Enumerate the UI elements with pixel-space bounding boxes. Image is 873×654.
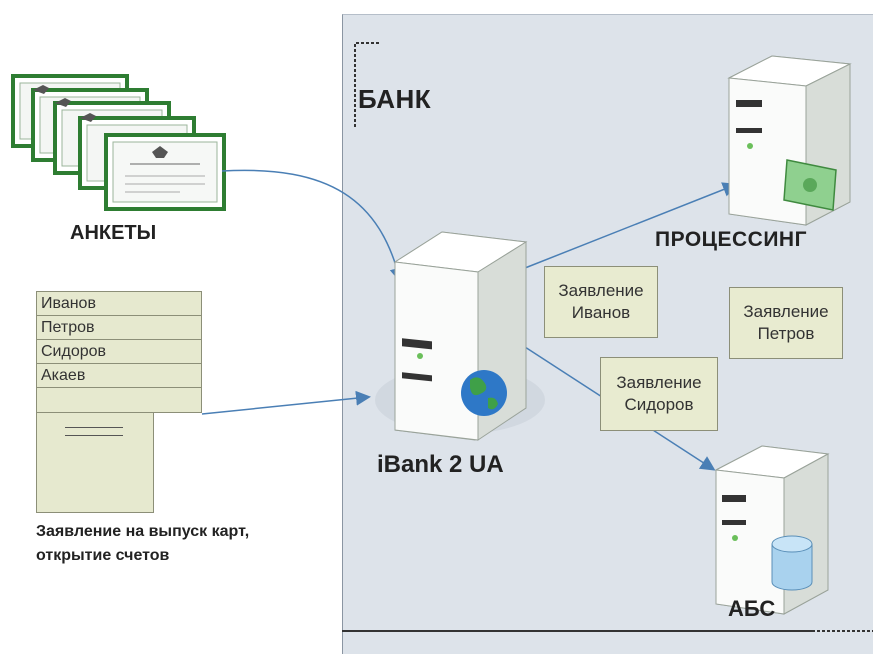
- arrow-list-to-ibank: [201, 390, 371, 415]
- application-caption: Заявление на выпуск карт, открытие счето…: [36, 520, 346, 568]
- note-name: Иванов: [571, 303, 631, 322]
- form-card-front: [104, 133, 226, 211]
- list-item: Иванов: [37, 292, 201, 316]
- doc-line: [65, 435, 123, 436]
- note-name: Петров: [757, 324, 815, 343]
- application-note-sidorov: Заявление Сидоров: [600, 357, 718, 431]
- names-list: Иванов Петров Сидоров Акаев: [36, 291, 202, 413]
- note-title: Заявление: [558, 281, 644, 300]
- note-title: Заявление: [616, 373, 702, 392]
- bank-bottom-line: [342, 630, 873, 632]
- processing-label: ПРОЦЕССИНГ: [655, 228, 807, 251]
- list-item: Акаев: [37, 364, 201, 388]
- arrow-ibank-to-processing: [524, 182, 738, 269]
- application-note-ivanov: Заявление Иванов: [544, 266, 658, 338]
- abs-label: АБС: [728, 596, 776, 621]
- forms-stack-icon: [11, 74, 226, 211]
- application-document: [36, 413, 154, 513]
- ibank-label: iBank 2 UA: [377, 451, 504, 478]
- application-caption-line2: открытие счетов: [36, 547, 170, 564]
- application-caption-line1: Заявление на выпуск карт,: [36, 523, 250, 540]
- application-note-petrov: Заявление Петров: [729, 287, 843, 359]
- arrow-forms-to-ibank: [221, 169, 405, 283]
- list-item: Сидоров: [37, 340, 201, 364]
- doc-line: [65, 427, 123, 428]
- note-title: Заявление: [743, 302, 829, 321]
- list-item: Петров: [37, 316, 201, 340]
- bank-title: БАНК: [358, 84, 432, 114]
- database-icon: [771, 535, 813, 591]
- bank-corner-bracket: [354, 42, 380, 127]
- forms-label: АНКЕТЫ: [70, 222, 157, 244]
- note-name: Сидоров: [624, 395, 694, 414]
